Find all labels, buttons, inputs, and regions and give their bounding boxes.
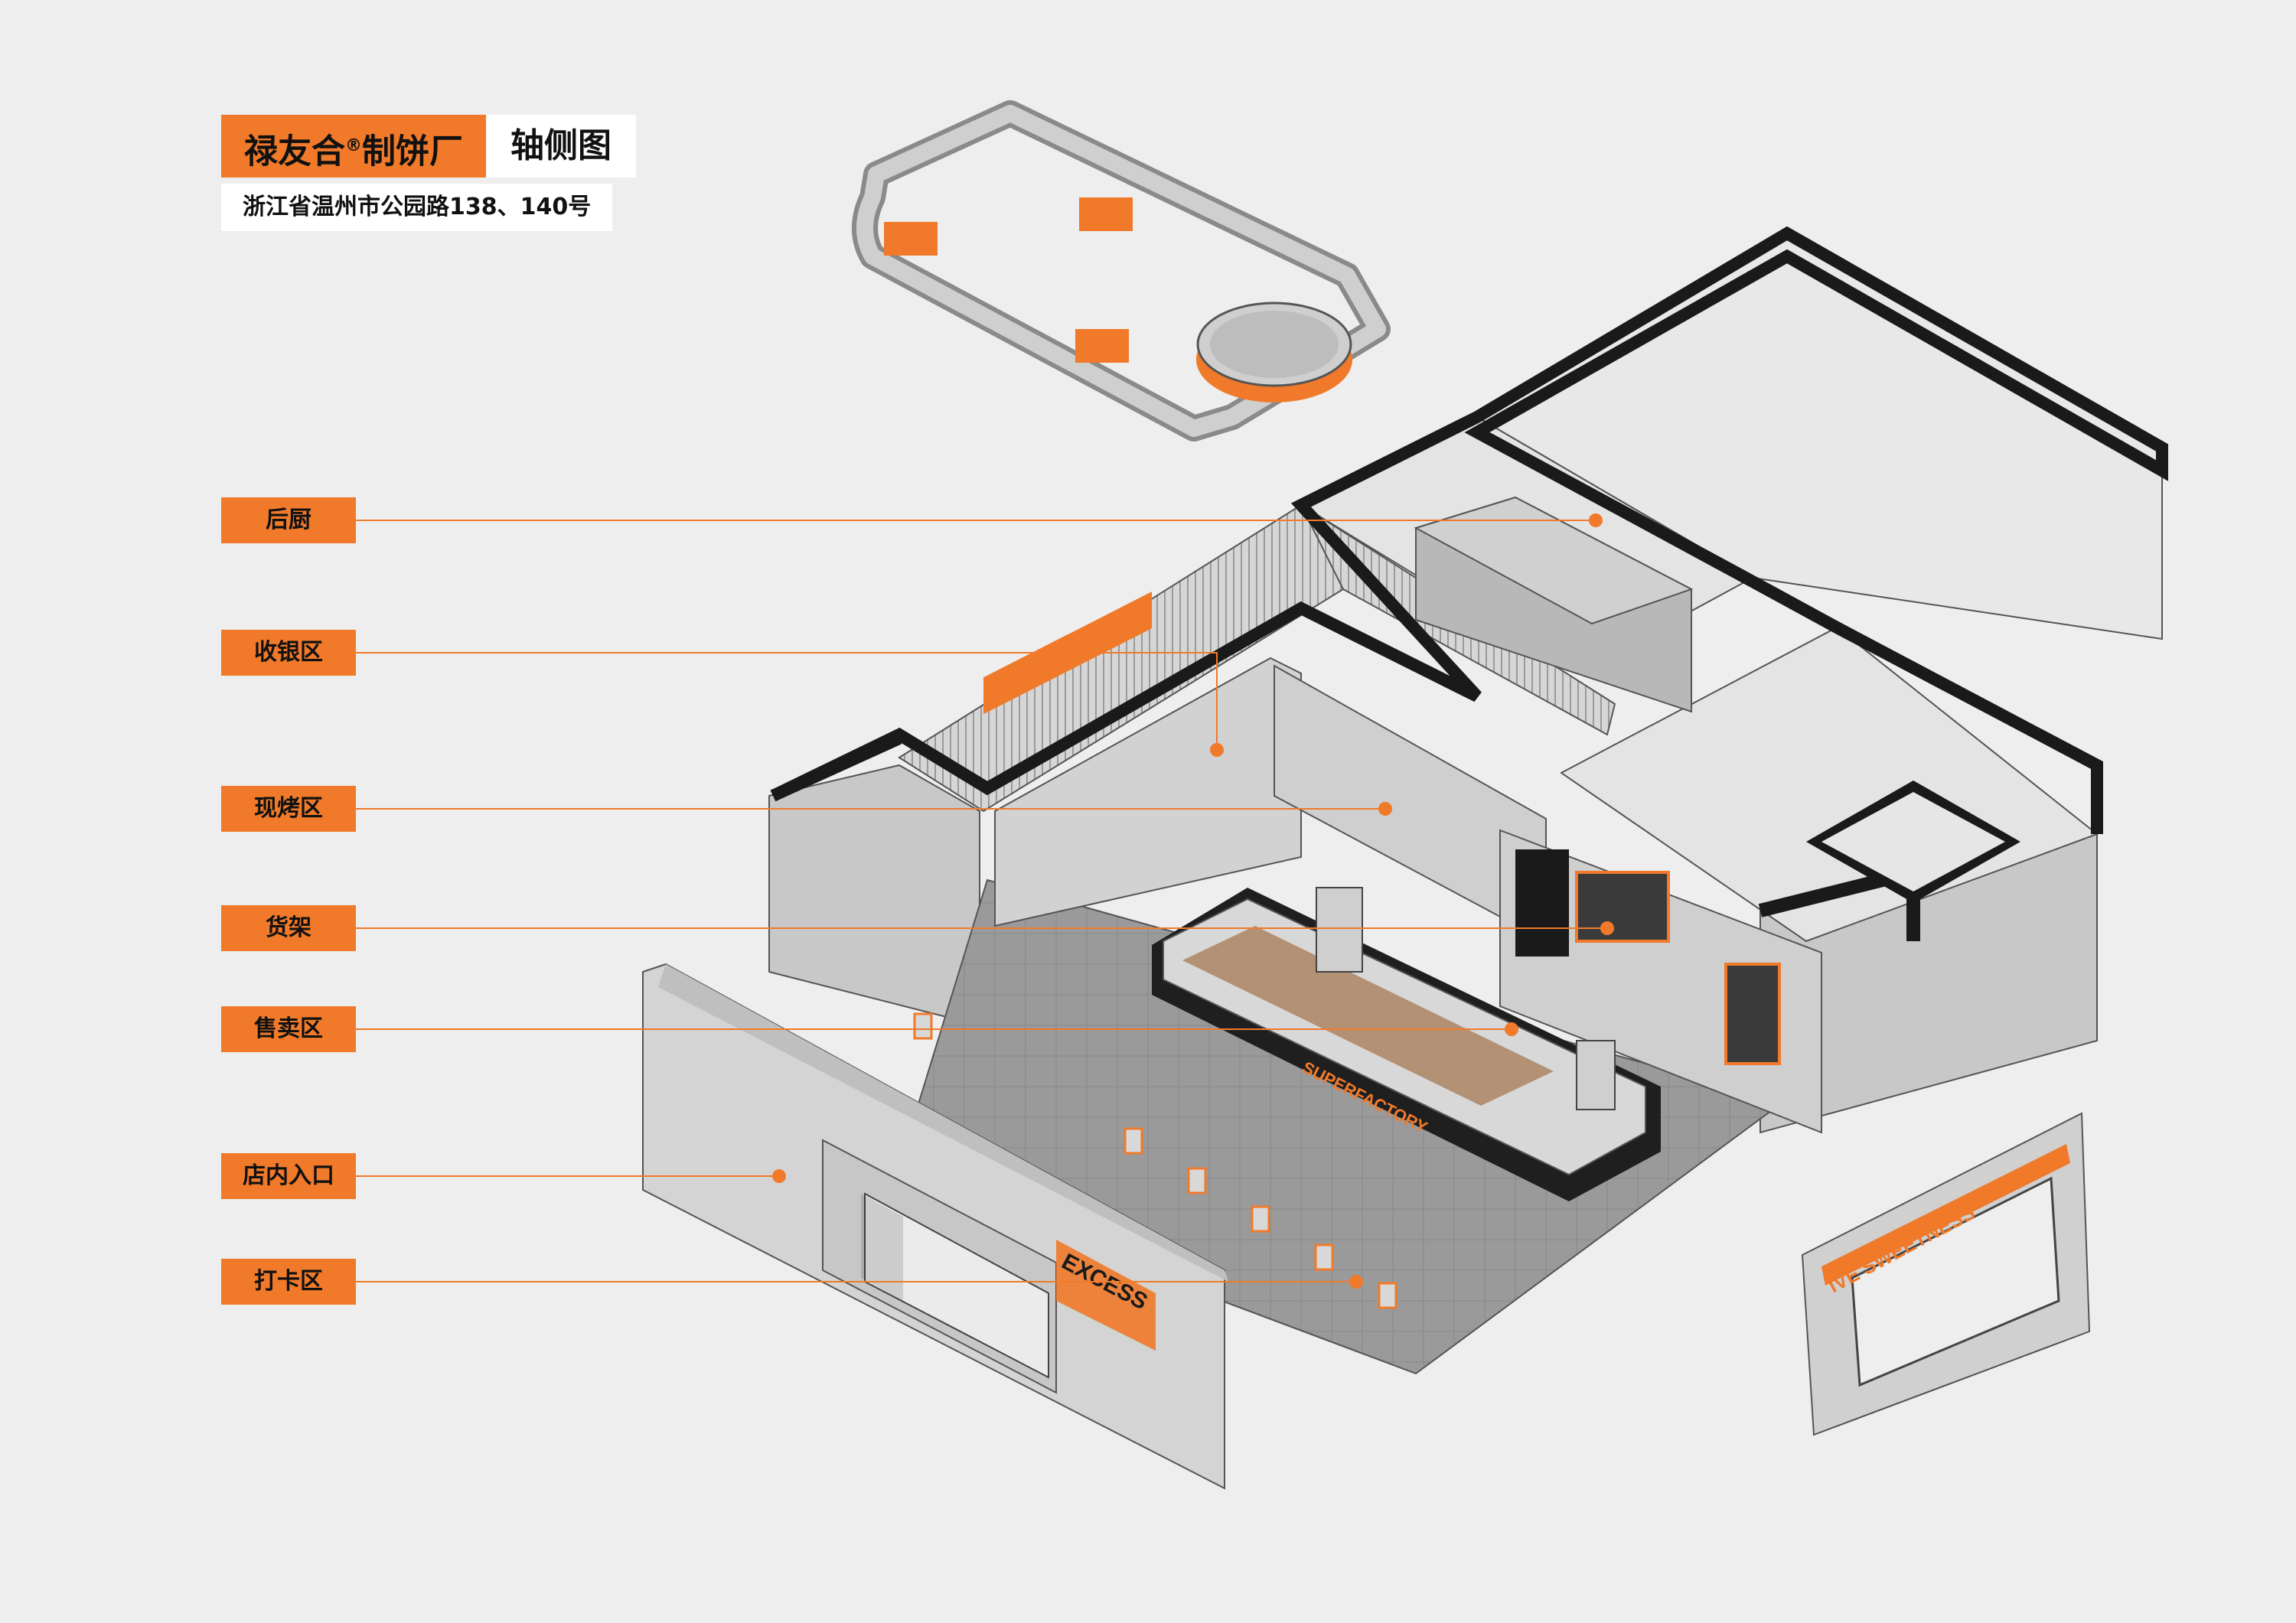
marker-shelf	[1600, 921, 1614, 935]
cash-register	[1316, 887, 1363, 973]
marker-cashier	[1210, 743, 1224, 757]
stool	[1251, 1205, 1270, 1233]
address-label: 浙江省温州市公园路138、140号	[221, 184, 613, 231]
callout-bake: 现烤区	[221, 786, 356, 832]
callout-shelf: 货架	[221, 905, 356, 951]
callout-leaders	[356, 513, 1614, 1289]
shelf-rack	[1724, 963, 1781, 1065]
callout-cashier: 收银区	[221, 630, 356, 676]
callout-entrance: 店内入口	[221, 1153, 356, 1199]
brand-name: 禄友合	[244, 132, 345, 171]
brand-suffix: 制饼厂	[362, 132, 463, 171]
front-facade: EXCESS	[642, 963, 1228, 1490]
kitchen-refrigerators	[1414, 496, 1694, 713]
marker-checkin	[1349, 1275, 1363, 1289]
callout-checkin: 打卡区	[221, 1259, 356, 1305]
display-wall	[983, 592, 1822, 1134]
sale-counter: SUPERFACTORY	[1152, 887, 1661, 1201]
marker-entrance	[772, 1169, 786, 1183]
checkin-arch: IVE SWEETNESS	[1801, 1112, 2091, 1436]
marker-sale	[1505, 1022, 1518, 1036]
stool	[1314, 1243, 1334, 1271]
callout-sale: 售卖区	[221, 1006, 356, 1052]
ceiling-track-rail	[852, 100, 1391, 442]
shelf-rack	[1575, 871, 1670, 943]
callout-kitchen: 后厨	[221, 497, 356, 543]
leader-cashier	[356, 652, 1218, 750]
stools	[913, 1012, 1397, 1309]
stool	[1378, 1282, 1397, 1309]
carousel-turntable	[1196, 301, 1352, 402]
registered-mark: ®	[345, 136, 362, 155]
stool	[1124, 1127, 1143, 1155]
stool	[913, 1012, 933, 1040]
marker-bake	[1378, 802, 1392, 816]
brand-title: 禄友合®制饼厂	[221, 115, 486, 178]
marker-kitchen	[1589, 513, 1603, 527]
title-block: 禄友合®制饼厂 轴侧图	[221, 115, 636, 178]
stool	[1187, 1167, 1207, 1194]
rail-tray	[1075, 329, 1129, 363]
rail-tray	[1079, 197, 1133, 231]
shelf-menu-screen	[1515, 849, 1569, 957]
cash-register	[1576, 1040, 1616, 1110]
rail-tray	[884, 222, 938, 256]
view-label: 轴侧图	[486, 115, 636, 178]
